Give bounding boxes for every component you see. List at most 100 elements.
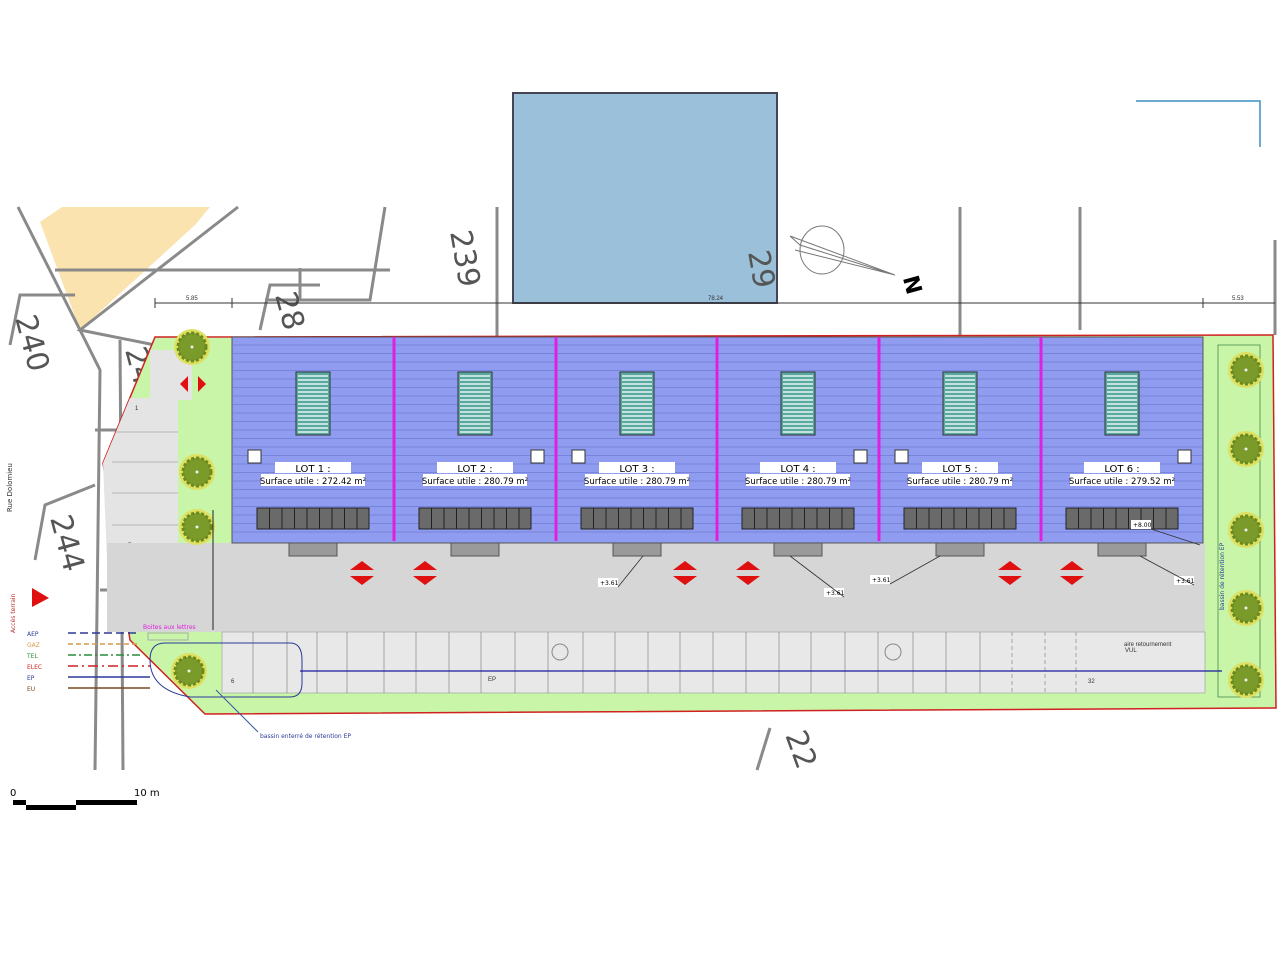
tree-icon (1228, 431, 1264, 467)
mailbox-label: Boites aux lettres (143, 624, 196, 631)
level-tag: +8.00 (1133, 522, 1152, 529)
lot-label-bg (437, 462, 513, 473)
loading-dock (773, 542, 823, 557)
dimension-right: 5.53 (1232, 296, 1244, 302)
parcel-29: 29 (740, 247, 781, 291)
parcel-240: 240 (7, 311, 56, 375)
north-arrow-icon (789, 225, 896, 276)
garage-door (903, 507, 1017, 530)
frame-corner (1136, 100, 1261, 147)
access-arrow-icon (998, 561, 1022, 585)
access-arrow-icon (673, 561, 697, 585)
lot-label-bg (1084, 462, 1160, 473)
lot-name: LOT 3 : (619, 464, 654, 475)
legend-label: ELEC (27, 664, 42, 671)
legend-label: GAZ (27, 642, 40, 649)
mailbox (147, 632, 189, 641)
garage-door (1065, 507, 1179, 530)
level-tag-bg (870, 575, 890, 584)
lot-2: LOT 2 : Surface utile : 280.79 m² (392, 337, 545, 585)
level-tag-bg (1174, 576, 1194, 585)
legend-label: EP (27, 675, 35, 682)
neighbour-building (512, 92, 778, 304)
parking-6: 6 (231, 679, 235, 685)
vent-icon (853, 449, 868, 464)
tree-icon (179, 509, 215, 545)
parking-row (221, 631, 1206, 694)
vent-icon (530, 449, 545, 464)
lot-name: LOT 6 : (1104, 464, 1139, 475)
lot-surface: Surface utile : 280.79 m² (907, 477, 1013, 487)
lot-label-bg (922, 462, 998, 473)
garage-door (580, 507, 694, 530)
level-tag: +3.61 (1176, 578, 1195, 585)
lot-6: LOT 6 : Surface utile : 279.52 m² (1039, 337, 1192, 585)
street-name: Rue Dolomieu (6, 463, 14, 512)
garage-door (418, 507, 532, 530)
lot-surface-bg (908, 474, 1012, 486)
parcel-239: 239 (442, 227, 486, 289)
vent-icon (571, 449, 586, 464)
garage-door (741, 507, 855, 530)
lot-name: LOT 1 : (295, 464, 330, 475)
lot-surface: Surface utile : 279.52 m² (1069, 477, 1175, 487)
parking-32: 32 (1088, 679, 1095, 685)
access-road (107, 543, 1205, 632)
tree-icon (179, 454, 215, 490)
lot-surface-bg (261, 474, 365, 486)
lot-label-bg (760, 462, 836, 473)
tree-icon (1228, 662, 1264, 698)
buried-basin (149, 642, 303, 698)
north-label: N (897, 273, 926, 297)
lot-4: LOT 4 : Surface utile : 280.79 m² (715, 337, 868, 585)
legend-label: EU (27, 686, 35, 693)
parking-1: 1 (135, 406, 139, 412)
tree-icon (1228, 590, 1264, 626)
left-parking (103, 398, 178, 560)
lot-surface-bg (746, 474, 850, 486)
turnaround-vul: VUL (1125, 648, 1137, 654)
dimension-left: 5.85 (186, 296, 198, 302)
lot-surface-bg (1070, 474, 1174, 486)
level-tag: +3.61 (600, 580, 619, 587)
level-tag-bg (1131, 520, 1151, 529)
lot-surface: Surface utile : 280.79 m² (422, 477, 528, 487)
access-arrow-icon (736, 561, 760, 585)
access-arrow-icon (1060, 561, 1084, 585)
loading-dock (450, 542, 500, 557)
legend-label: TEL (26, 653, 38, 660)
access-label: Accès terrain (10, 593, 17, 633)
scale-bar (13, 800, 137, 810)
ep-pipe-label: EP (488, 677, 496, 683)
scale-start: 0 (10, 788, 16, 799)
tree-icon (171, 653, 207, 689)
level-tag-bg (824, 588, 844, 597)
garage-door (256, 507, 370, 530)
lot-surface: Surface utile : 280.79 m² (745, 477, 851, 487)
tree-icon (1228, 512, 1264, 548)
lot-name: LOT 5 : (942, 464, 977, 475)
lot-3: LOT 3 : Surface utile : 280.79 m² (554, 337, 697, 585)
loading-dock (935, 542, 985, 557)
lot-label-bg (599, 462, 675, 473)
lot-1: LOT 1 : Surface utile : 272.42 m² (247, 371, 374, 585)
lot-surface: Surface utile : 272.42 m² (260, 477, 366, 487)
access-arrow-icon (413, 561, 437, 585)
lot-label-bg (275, 462, 351, 473)
vent-icon (894, 449, 909, 464)
access-arrow-icon (32, 588, 49, 607)
level-tag: +3.61 (872, 577, 891, 584)
lot-surface: Surface utile : 280.79 m² (584, 477, 690, 487)
buried-basin-label: bassin enterré de rétention EP (260, 733, 351, 740)
vent-icon (247, 449, 262, 464)
vent-icon (1177, 449, 1192, 464)
lot-name: LOT 4 : (780, 464, 815, 475)
lot-name: LOT 2 : (457, 464, 492, 475)
parcel-244: 244 (42, 511, 91, 575)
loading-dock (1097, 542, 1147, 557)
legend-label: AEP (27, 631, 39, 638)
tree-icon (174, 329, 210, 365)
dimension-middle: 78.24 (708, 296, 724, 302)
scale-end: 10 m (134, 788, 160, 799)
